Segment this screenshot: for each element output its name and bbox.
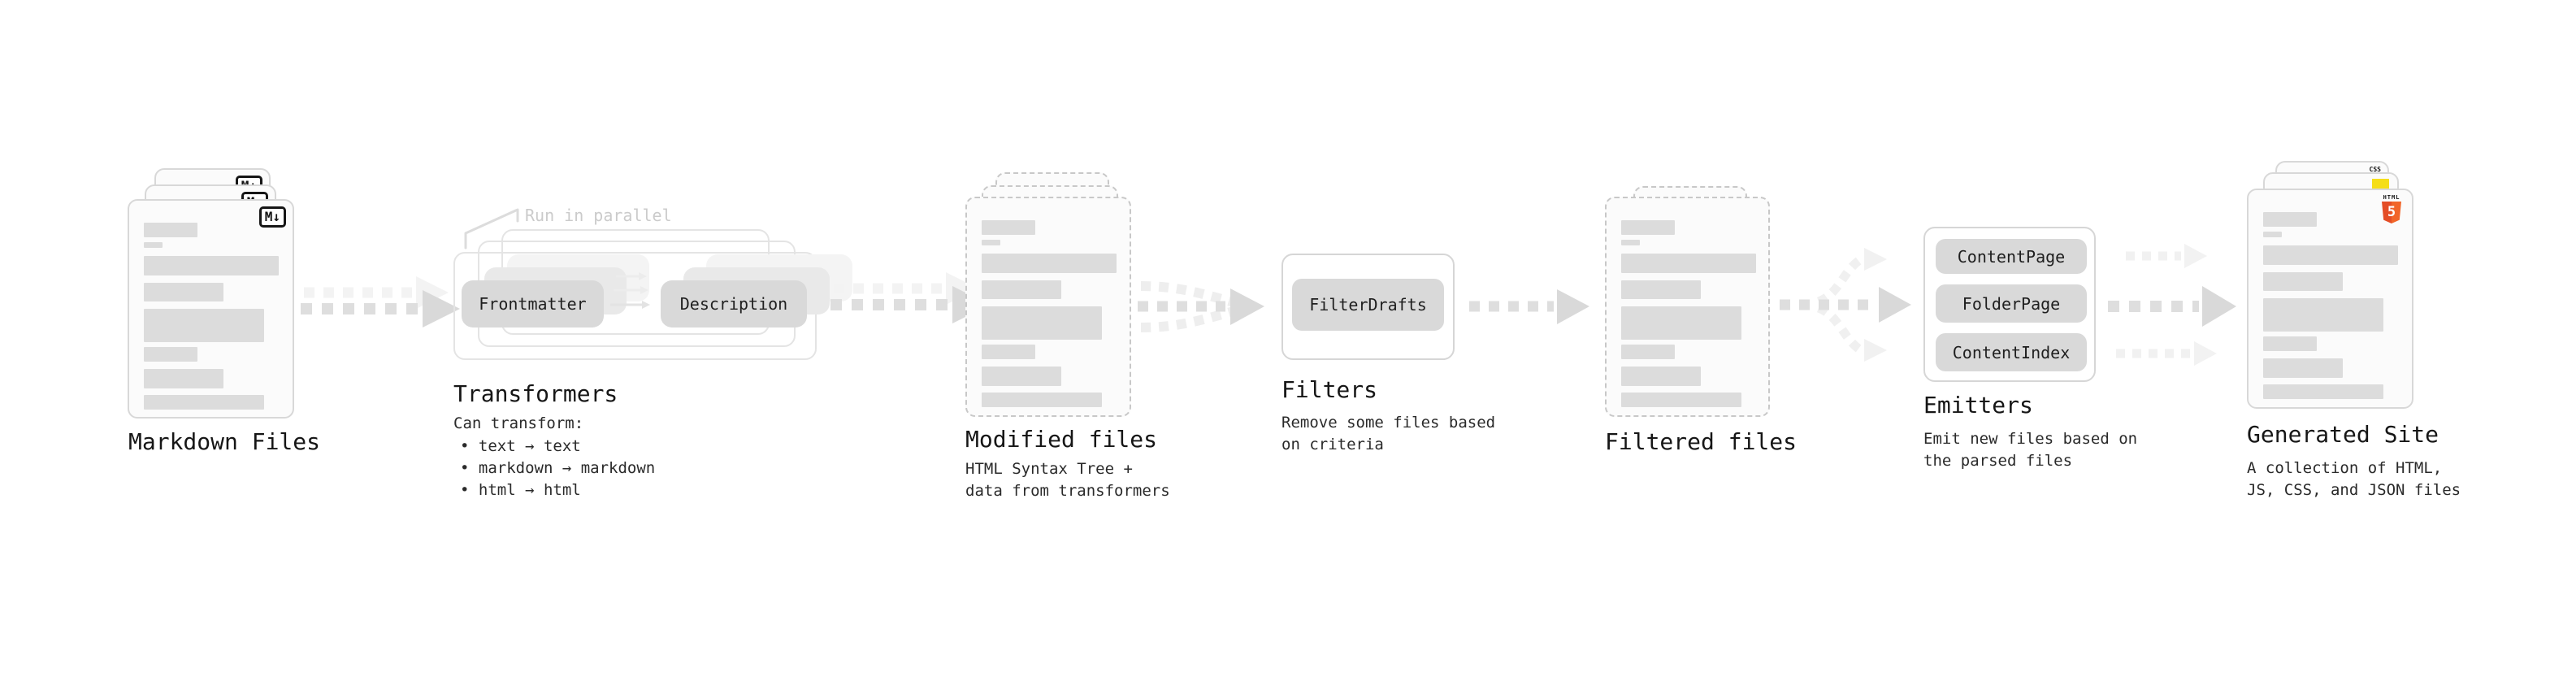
contentpage-pill: ContentPage xyxy=(1936,239,2087,274)
doc-placeholder-bars xyxy=(2263,212,2398,399)
filters-panel: FilterDrafts xyxy=(1281,254,1455,360)
markdown-file-card: M↓ xyxy=(128,199,294,419)
frontmatter-pill: Frontmatter xyxy=(462,280,604,327)
flow-arrow-filters-to-filtered xyxy=(1469,289,1589,324)
emitters-desc-line1: Emit new files based on xyxy=(1923,430,2138,448)
transformers-bullet: • markdown → markdown xyxy=(460,459,656,477)
stage-title-markdown: Markdown Files xyxy=(128,428,321,455)
html5-icon: HTML 5 xyxy=(2381,194,2402,223)
stage-emitters: ContentPage FolderPage ContentIndex Emit… xyxy=(1923,227,2137,479)
stage-title-emitters: Emitters xyxy=(1923,392,2033,419)
stage-title-filters: Filters xyxy=(1281,376,1378,403)
contentindex-pill: ContentIndex xyxy=(1936,333,2087,371)
modified-file-card xyxy=(965,197,1131,417)
stage-title-modified: Modified files xyxy=(965,426,1158,453)
filterdrafts-pill: FilterDrafts xyxy=(1292,279,1444,331)
description-pill: Description xyxy=(661,280,807,327)
generated-desc-line1: A collection of HTML, xyxy=(2247,459,2443,477)
doc-placeholder-bars xyxy=(1621,220,1756,407)
doc-placeholder-bars xyxy=(982,220,1117,407)
stage-markdown-files: M↓ M↓ M↓ Markdown Files xyxy=(128,161,320,478)
stage-filtered-files: Filtered files xyxy=(1605,186,1797,462)
flow-arrow-modified-to-filters xyxy=(1138,281,1264,332)
transformers-bullet: • html → html xyxy=(460,481,581,499)
flow-arrow-markdown-to-transformers xyxy=(301,276,460,327)
annotation-callout-line xyxy=(464,208,519,249)
generated-file-card-html: HTML 5 xyxy=(2247,189,2413,409)
stage-modified-files: Modified files HTML Syntax Tree + data f… xyxy=(965,172,1170,505)
modified-desc-line1: HTML Syntax Tree + xyxy=(965,460,1133,478)
stage-generated-site: CSS HTML 5 Generated Site A collection o… xyxy=(2247,161,2461,502)
modified-desc-line2: data from transformers xyxy=(965,482,1170,500)
run-in-parallel-label: Run in parallel xyxy=(525,206,672,225)
emitters-desc-line2: the parsed files xyxy=(1923,452,2073,470)
flow-arrow-filtered-to-emitters xyxy=(1780,248,1911,362)
parallel-arrows-icon xyxy=(610,272,650,309)
transformers-bullet: • text → text xyxy=(460,437,581,455)
folderpage-pill: FolderPage xyxy=(1936,284,2087,323)
stage-filters: FilterDrafts Filters Remove some files b… xyxy=(1281,254,1495,465)
filters-desc-line2: on criteria xyxy=(1281,436,1384,453)
transformers-desc-heading: Can transform: xyxy=(453,414,584,432)
emitters-panel: ContentPage FolderPage ContentIndex xyxy=(1923,227,2096,382)
stage-title-transformers: Transformers xyxy=(453,380,618,407)
flow-arrow-emitters-to-generated xyxy=(2108,244,2236,366)
doc-placeholder-bars xyxy=(144,223,279,410)
generated-desc-line2: JS, CSS, and JSON files xyxy=(2247,481,2461,499)
filtered-file-card xyxy=(1605,197,1770,417)
stage-title-generated: Generated Site xyxy=(2247,421,2439,448)
js-icon xyxy=(2372,179,2389,189)
markdown-icon: M↓ xyxy=(258,206,286,228)
stage-title-filtered: Filtered files xyxy=(1605,428,1798,455)
filters-desc-line1: Remove some files based xyxy=(1281,414,1496,432)
stage-transformers: Run in parallel Frontmatter Description … xyxy=(453,203,852,504)
